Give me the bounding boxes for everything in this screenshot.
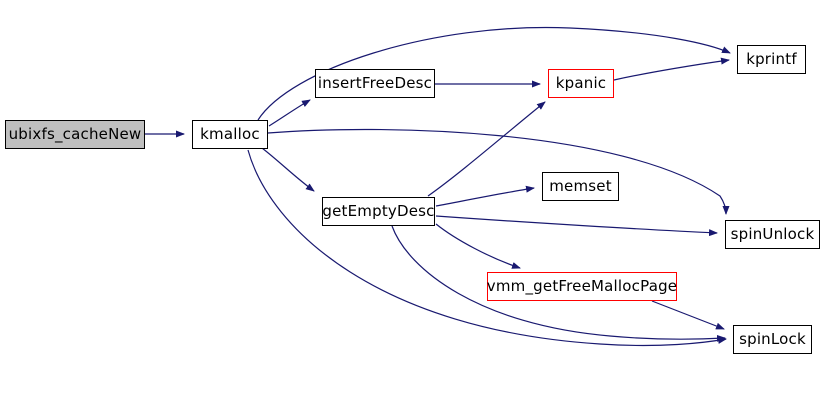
node-ubixfs_cacheNew[interactable]: ubixfs_cacheNew [5,120,145,149]
edge-kmalloc-to-spinLock [247,149,727,347]
edge-kmalloc-to-spinUnlock [267,128,730,215]
node-kprintf[interactable]: kprintf [737,45,806,74]
node-label-kmalloc: kmalloc [200,125,260,143]
node-kmalloc[interactable]: kmalloc [192,120,268,149]
edge-getEmptyDesc-to-vmm_getFreeMallocPage [435,223,521,269]
node-label-getEmptyDesc: getEmptyDesc [322,202,435,220]
node-memset[interactable]: memset [542,172,619,201]
node-label-spinUnlock: spinUnlock [730,225,815,243]
edge-getEmptyDesc-to-kpanic [427,101,546,197]
node-spinLock[interactable]: spinLock [733,325,812,354]
edge-kmalloc-to-insertFreeDesc [268,99,311,127]
edge-getEmptyDesc-to-spinLock [391,225,726,342]
node-label-memset: memset [549,177,612,195]
node-label-kpanic: kpanic [555,74,607,92]
edge-kmalloc-to-getEmptyDesc [261,147,315,192]
node-insertFreeDesc[interactable]: insertFreeDesc [315,69,435,98]
node-vmm_getFreeMallocPage[interactable]: vmm_getFreeMallocPage [487,272,677,301]
node-kpanic[interactable]: kpanic [548,69,614,98]
edge-kmalloc-to-kprintf [257,26,731,121]
edge-vmm_getFreeMallocPage-to-spinLock [651,300,725,330]
node-label-kprintf: kprintf [746,50,797,68]
node-label-vmm_getFreeMallocPage: vmm_getFreeMallocPage [486,277,678,295]
node-label-ubixfs_cacheNew: ubixfs_cacheNew [8,125,142,143]
edge-kpanic-to-kprintf [613,57,730,81]
node-label-spinLock: spinLock [739,330,806,348]
edge-getEmptyDesc-to-memset [435,185,535,207]
node-getEmptyDesc[interactable]: getEmptyDesc [322,197,435,226]
edge-getEmptyDesc-to-spinUnlock [435,215,718,237]
node-spinUnlock[interactable]: spinUnlock [725,220,820,249]
node-label-insertFreeDesc: insertFreeDesc [317,74,433,92]
